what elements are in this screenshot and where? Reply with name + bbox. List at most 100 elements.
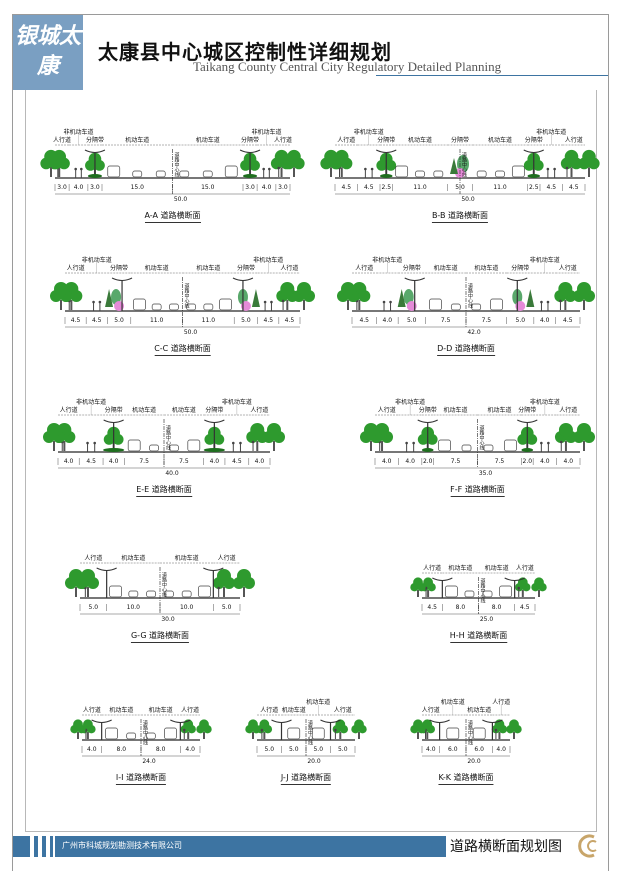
segment-label: 机动车道	[444, 406, 468, 414]
street-lamp-arm	[432, 577, 453, 581]
pedestrian-head	[93, 441, 97, 445]
car-icon	[146, 590, 156, 598]
cross-section-diagram: 人行道3.0非机动车道4.0分隔带3.0机动车道15.0机动车道15.0分隔带3…	[40, 128, 305, 203]
car-icon	[149, 444, 159, 452]
tree-icon	[341, 282, 355, 296]
tree-icon	[287, 149, 301, 164]
car-icon	[202, 170, 213, 178]
tree-icon	[47, 423, 61, 437]
street-lamp-arm	[91, 719, 112, 723]
pedestrian-head	[565, 166, 569, 170]
tree-trunk	[243, 587, 245, 597]
shrub-icon	[380, 174, 393, 178]
tree-trunk	[498, 732, 501, 739]
car-icon	[169, 444, 179, 452]
pedestrian-head	[260, 728, 264, 732]
segment-label: 分隔带	[511, 264, 529, 272]
car-icon	[164, 590, 174, 598]
pedestrian-head	[92, 300, 95, 304]
segment-label: 人行道	[423, 564, 441, 572]
tree-icon	[280, 282, 295, 296]
tree-trunk	[417, 732, 419, 739]
tree-icon	[354, 719, 364, 730]
segment-label: 人行道	[274, 136, 292, 144]
bus-icon	[311, 727, 325, 740]
tree-icon	[423, 577, 434, 588]
dimension-label: 4.0	[262, 184, 272, 191]
bus-icon	[499, 585, 512, 598]
car-icon	[126, 732, 137, 740]
tree-trunk	[263, 732, 266, 739]
street-lamp-arm	[376, 149, 397, 153]
footer-stripe	[53, 836, 55, 857]
segment-label: 机动车道	[196, 264, 220, 272]
section-title: J-J 道路横断面	[280, 772, 332, 785]
segment-label: 机动车道	[434, 264, 458, 272]
footer-stripe	[38, 836, 42, 857]
street-lamp-arm	[239, 149, 261, 153]
tree-trunk	[203, 732, 205, 739]
title-underline	[376, 75, 608, 76]
shrub-icon	[203, 448, 225, 452]
dimension-label: 6.0	[448, 746, 458, 753]
dimension-label: 4.0	[383, 317, 393, 324]
dimension-label: 5.0	[89, 604, 99, 611]
street-lamp-arm	[404, 277, 425, 281]
segment-label: 分隔带	[86, 136, 104, 144]
pedestrian-head	[370, 167, 374, 171]
tree-trunk	[583, 441, 585, 451]
pedestrian-head	[182, 728, 186, 732]
pedestrian-head	[494, 728, 498, 732]
street-lamp-arm	[103, 419, 124, 423]
segment-label: 非机动车道	[530, 256, 560, 264]
bus-icon	[445, 585, 458, 598]
centerline-label: 道路中心线	[467, 282, 473, 308]
pedestrian-head	[540, 441, 543, 445]
bus-icon	[472, 727, 486, 740]
tree-icon	[335, 719, 346, 730]
centerline-label: 道路中心线	[142, 719, 148, 745]
tree-icon	[509, 719, 519, 730]
section-title: F-F 道路横断面	[450, 484, 505, 497]
bus-icon	[107, 165, 121, 178]
pedestrian-head	[547, 441, 550, 445]
car-icon	[450, 303, 461, 311]
conifer-icon	[450, 158, 458, 174]
drawing-area	[25, 90, 597, 832]
dimension-label: 11.0	[202, 317, 216, 324]
pedestrian-head	[217, 586, 220, 590]
footer-stripe	[46, 836, 50, 857]
tree-trunk	[252, 732, 254, 739]
dimension-label: 8.0	[456, 604, 466, 611]
street-lamp-arm	[84, 149, 106, 153]
street-lamp-arm	[96, 567, 117, 571]
dimension-label: 15.0	[131, 184, 145, 191]
tree-trunk	[347, 300, 349, 310]
street-lamp-arm	[417, 419, 438, 423]
tree-trunk	[564, 300, 567, 310]
bus-icon	[511, 165, 525, 178]
logo: 银城太康	[13, 15, 83, 90]
dimension-label: 4.5	[86, 458, 96, 465]
pedestrian-head	[559, 299, 562, 303]
dimension-label: 4.5	[232, 458, 242, 465]
segment-label: 人行道	[218, 554, 236, 562]
dimension-label: 10.0	[127, 604, 141, 611]
segment-label: 机动车道	[474, 264, 498, 272]
pedestrian-head	[517, 586, 521, 590]
pedestrian-head	[389, 300, 392, 304]
street-lamp-arm	[232, 277, 254, 281]
dimension-label: 15.0	[201, 184, 215, 191]
bus-icon	[219, 298, 232, 311]
car-icon	[461, 444, 472, 452]
segment-label: 人行道	[337, 136, 355, 144]
tree-icon	[413, 719, 423, 730]
segment-label: 人行道	[334, 706, 352, 714]
tree-trunk	[58, 167, 61, 177]
